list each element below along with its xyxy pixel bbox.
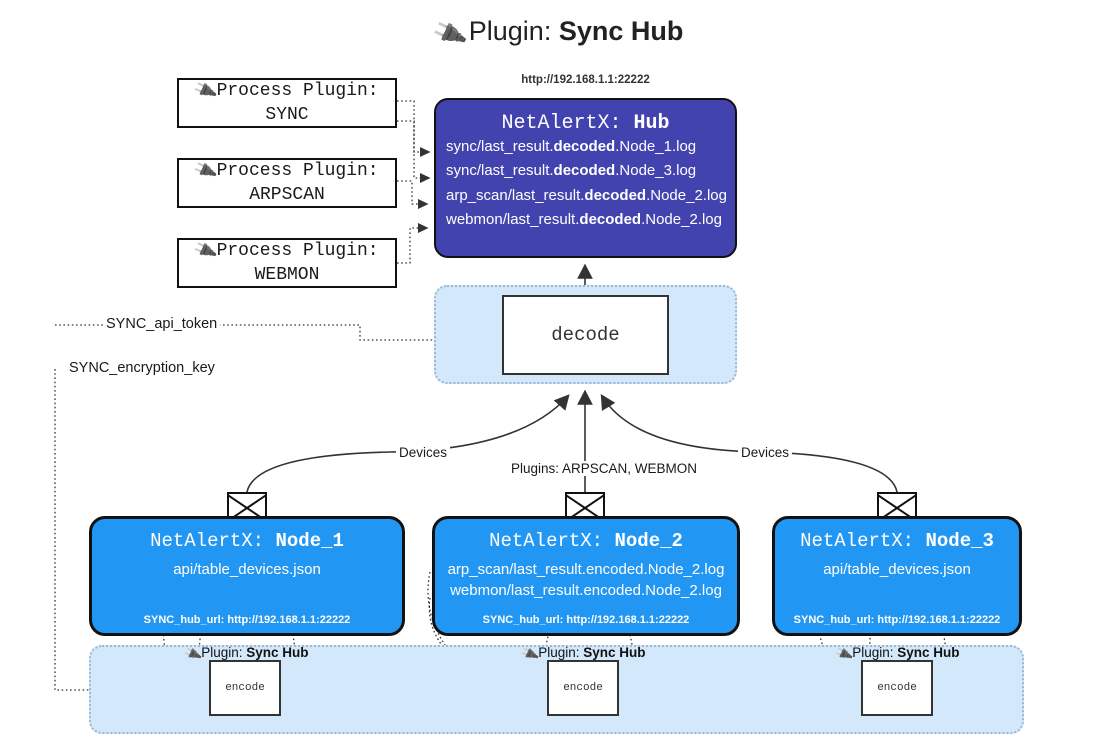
node-box-node-2[interactable]: NetAlertX: Node_2 arp_scan/last_result.e…: [432, 516, 740, 636]
node-line: api/table_devices.json: [823, 561, 971, 578]
process-plugin-box-arpscan[interactable]: 🔌Process Plugin: ARPSCAN: [177, 158, 397, 208]
process-plugin-name: ARPSCAN: [249, 185, 325, 205]
process-plugin-name: SYNC: [265, 105, 309, 125]
hub-title-prefix: NetAlertX:: [501, 112, 622, 135]
encode-box-node-1[interactable]: encode: [209, 660, 281, 716]
encode-box-node-2[interactable]: encode: [547, 660, 619, 716]
encoder-plugin-label: 🔌Plugin: Sync Hub: [182, 643, 309, 664]
node-box-node-1[interactable]: NetAlertX: Node_1 api/table_devices.json…: [89, 516, 405, 636]
encoder-plugin-label: 🔌Plugin: Sync Hub: [833, 643, 960, 664]
edge-label-devices-left: Devices: [396, 445, 451, 460]
encode-box-node-3[interactable]: encode: [861, 660, 933, 716]
decode-box[interactable]: decode: [502, 295, 669, 375]
process-plugin-name: WEBMON: [254, 265, 320, 285]
hub-log-line: arp_scan/last_result.decoded.Node_2.log: [446, 186, 727, 204]
node-title-prefix: NetAlertX:: [150, 530, 265, 552]
process-plugin-label: Process Plugin:: [216, 160, 379, 181]
page-title: 🔌Plugin: Sync Hub: [0, 16, 1117, 53]
plug-icon: 🔌: [429, 15, 469, 53]
process-plugin-label: Process Plugin:: [216, 240, 379, 261]
process-plugin-box-sync[interactable]: 🔌Process Plugin: SYNC: [177, 78, 397, 128]
hub-title: NetAlertX: Hub: [436, 112, 735, 135]
node-line: arp_scan/last_result.encoded.Node_2.log: [447, 561, 725, 578]
process-plugin-box-webmon[interactable]: 🔌Process Plugin: WEBMON: [177, 238, 397, 288]
node-box-node-3[interactable]: NetAlertX: Node_3 api/table_devices.json…: [772, 516, 1022, 636]
node-url-label: SYNC_hub_url: http://192.168.1.1:22222: [143, 614, 351, 626]
title-name: Sync Hub: [558, 16, 684, 46]
node-title-name: Node_2: [614, 530, 683, 552]
node-title-name: Node_1: [275, 530, 344, 552]
hub-log-line: webmon/last_result.decoded.Node_2.log: [446, 210, 722, 228]
process-plugin-label: Process Plugin:: [216, 80, 379, 101]
node-title: NetAlertX: Node_1: [92, 530, 402, 552]
node-url-label: SYNC_hub_url: http://192.168.1.1:22222: [793, 614, 1001, 626]
sync-encryption-key-label: SYNC_encryption_key: [66, 360, 218, 376]
encoder-plugin-label: 🔌Plugin: Sync Hub: [519, 643, 646, 664]
sync-api-token-label: SYNC_api_token: [103, 316, 221, 332]
node-title: NetAlertX: Node_2: [435, 530, 737, 552]
title-prefix: Plugin:: [468, 16, 552, 46]
node-title: NetAlertX: Node_3: [775, 530, 1019, 552]
node-title-prefix: NetAlertX:: [489, 530, 604, 552]
hub-node[interactable]: NetAlertX: Hub sync/last_result.decoded.…: [434, 98, 737, 258]
hub-url-label: http://192.168.1.1:22222: [521, 74, 650, 86]
hub-log-line: sync/last_result.decoded.Node_3.log: [446, 162, 697, 180]
hub-log-line: sync/last_result.decoded.Node_1.log: [446, 138, 697, 155]
edge-label-plugins-center: Plugins: ARPSCAN, WEBMON: [508, 461, 701, 476]
edge-label-devices-right: Devices: [738, 445, 793, 460]
node-title-prefix: NetAlertX:: [800, 530, 915, 552]
node-title-name: Node_3: [925, 530, 994, 552]
node-line: api/table_devices.json: [173, 561, 321, 578]
hub-title-name: Hub: [633, 112, 670, 135]
node-line: webmon/last_result.encoded.Node_2.log: [450, 582, 722, 599]
node-url-label: SYNC_hub_url: http://192.168.1.1:22222: [482, 614, 690, 626]
